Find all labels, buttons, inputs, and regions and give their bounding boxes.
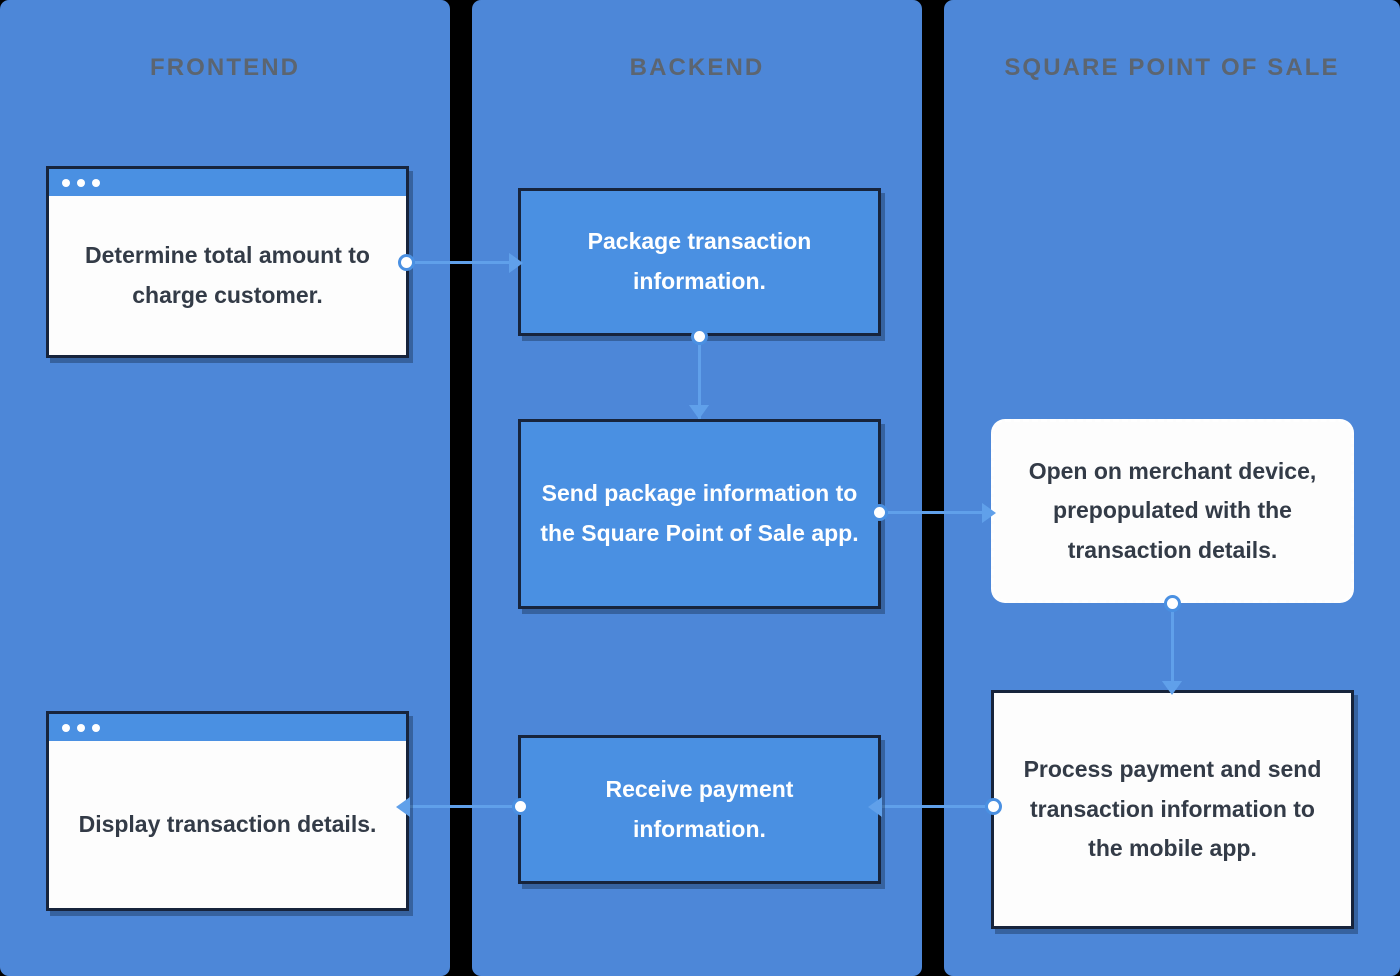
node-label-process-payment: Process payment and send transaction inf… <box>1023 756 1322 862</box>
connector-arrowhead-receive-payment-top <box>868 797 882 817</box>
window-body: Determine total amount to charge custome… <box>49 196 406 355</box>
window-dot-icon-3 <box>92 178 100 187</box>
window-title-bar <box>49 169 406 196</box>
node-label-display-transaction: Display transaction details. <box>78 810 377 837</box>
connector-line-send-to-open <box>878 511 1010 514</box>
connector-dot-receive-payment-edge <box>512 798 529 815</box>
swimlane-title-square-point-of-sale: SQUARE POINT OF SALE <box>1004 54 1340 81</box>
node-label-determine-total: Determine total amount to charge custome… <box>85 241 370 308</box>
connector-arrowhead-package-transaction-top <box>509 253 523 273</box>
connector-line-open-to-process <box>1171 603 1174 698</box>
connector-dot-open-merchant-device-edge <box>1164 595 1181 612</box>
node-receive-payment[interactable]: Receive payment information. <box>518 735 881 884</box>
connector-arrowhead-open-merchant-device-top <box>982 503 996 523</box>
window-title-bar <box>49 714 406 741</box>
swimlane-gap-left <box>450 0 472 976</box>
node-label-receive-payment: Receive payment information. <box>605 775 794 842</box>
connector-arrowhead-process-payment-top <box>1162 681 1182 695</box>
node-package-transaction[interactable]: Package transaction information. <box>518 188 881 336</box>
connector-dot-process-payment-edge <box>985 798 1002 815</box>
connector-line-package-to-send <box>698 336 701 422</box>
connector-bridge-receive-to-display <box>450 805 472 808</box>
node-send-package[interactable]: Send package information to the Square P… <box>518 419 881 609</box>
node-display-transaction-window[interactable]: Display transaction details. <box>46 711 409 911</box>
window-dot-icon-2 <box>77 723 85 732</box>
connector-dot-determine-total-edge <box>398 254 415 271</box>
connector-arrowhead-send-package-top <box>689 405 709 419</box>
node-determine-total-window[interactable]: Determine total amount to charge custome… <box>46 166 409 358</box>
node-label-package-transaction: Package transaction information. <box>587 228 812 294</box>
node-label-send-package: Send package information to the Square P… <box>540 480 859 546</box>
connector-dot-package-transaction-edge <box>691 328 708 345</box>
window-dot-icon-2 <box>77 178 85 187</box>
window-dot-icon-1 <box>62 723 70 732</box>
connector-dot-send-package-edge <box>871 504 888 521</box>
swimlane-title-backend: BACKEND <box>629 54 765 81</box>
node-label-open-merchant-device: Open on merchant device, prepopulated wi… <box>1028 457 1317 563</box>
node-process-payment[interactable]: Process payment and send transaction inf… <box>991 690 1354 929</box>
swimlane-gap-right <box>922 0 944 976</box>
window-body: Display transaction details. <box>49 741 406 908</box>
node-open-merchant-device[interactable]: Open on merchant device, prepopulated wi… <box>991 419 1354 603</box>
connector-arrowhead-display-transaction-top <box>396 797 410 817</box>
connector-bridge-determine-to-package <box>450 261 472 264</box>
window-dot-icon-3 <box>92 723 100 732</box>
window-dot-icon-1 <box>62 178 70 187</box>
connector-bridge-send-to-open <box>922 511 944 514</box>
connector-bridge-process-to-receive <box>922 805 944 808</box>
swimlane-title-frontend: FRONTEND <box>149 54 301 81</box>
